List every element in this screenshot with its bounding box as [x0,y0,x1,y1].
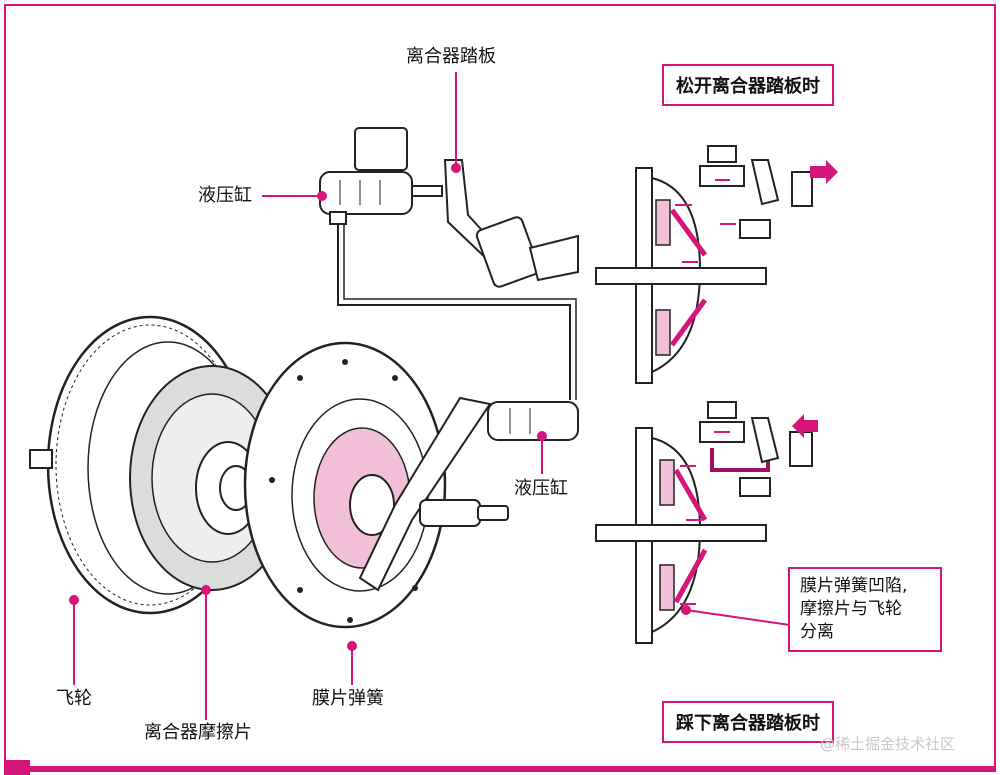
watermark: @稀土掘金技术社区 [820,735,956,753]
bottom-accent-bar [4,766,996,772]
label-master-cylinder: 液压缸 [198,185,252,206]
pressed-state-diagram [595,401,818,644]
master-cylinder-art [319,127,443,225]
release-fork-art [358,396,579,592]
pedal-art [443,159,579,288]
note-line-2: 摩擦片与飞轮 [800,598,902,619]
bottom-accent-block [4,760,30,775]
leader-note [685,609,791,626]
note-line-3: 分离 [800,621,834,642]
label-pedal: 离合器踏板 [406,46,496,67]
note-line-1: 膜片弹簧凹陷, [800,576,908,596]
box-pressed-state: 踩下离合器踏板时 [662,701,834,743]
label-clutch-disc: 离合器摩擦片 [144,722,252,743]
released-state-diagram [595,145,838,384]
box-released-state: 松开离合器踏板时 [662,64,834,106]
box-note: 膜片弹簧凹陷, 摩擦片与飞轮 分离 [788,567,942,652]
label-flywheel: 飞轮 [56,688,92,709]
hydraulic-line [337,222,571,400]
label-diaphragm-spring: 膜片弹簧 [312,688,384,709]
label-slave-cylinder: 液压缸 [514,478,568,499]
